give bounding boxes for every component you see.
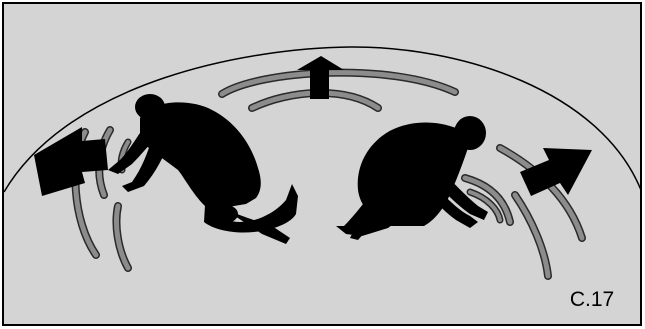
figure-label: C.17: [570, 288, 614, 311]
